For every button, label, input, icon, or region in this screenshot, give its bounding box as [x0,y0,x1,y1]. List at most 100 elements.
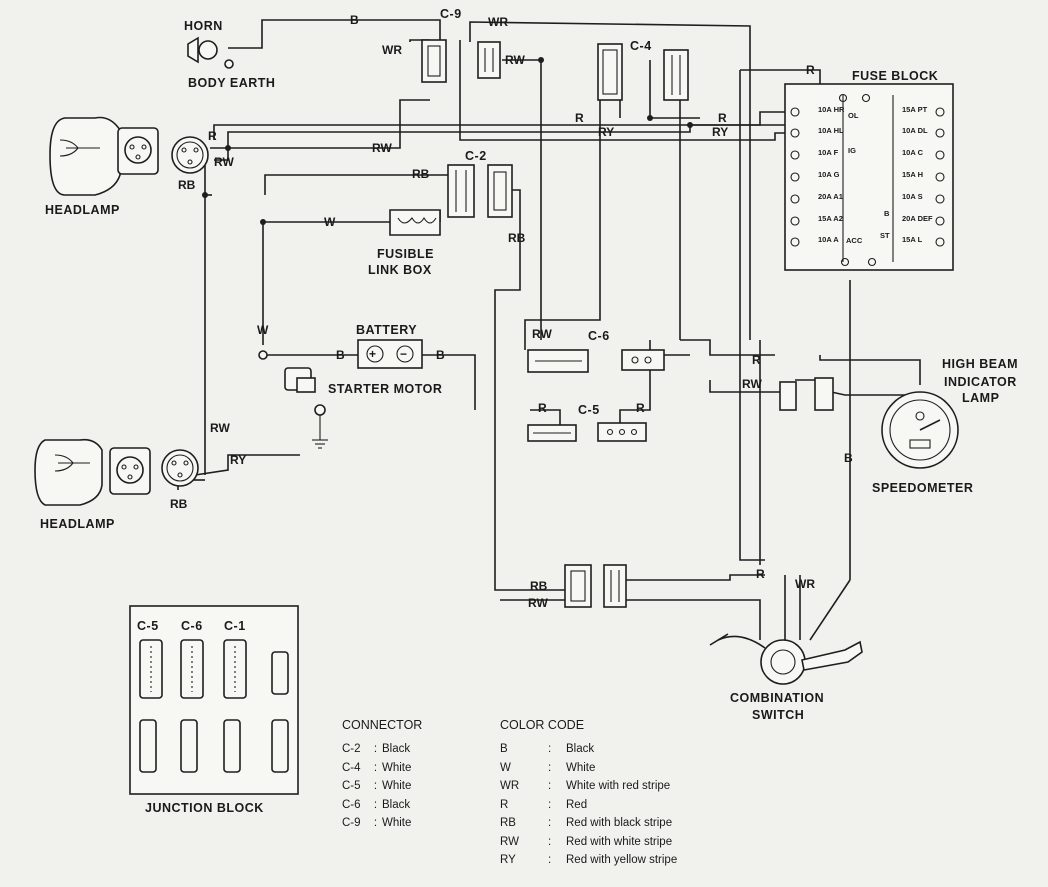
wire-label-r-comb: R [756,567,765,581]
wire-labels: B WR WR RW R R RY R RY R RW RB RW RB W R… [170,13,853,610]
separator: : [373,761,378,774]
fusible-link-box: FUSIBLE LINK BOX [368,209,441,277]
connector-legend-row: C-4: White [342,759,422,778]
headlamp-bottom-label: HEADLAMP [40,517,115,531]
color-code-row: RY:Red with yellow stripe [500,851,677,870]
separator: : [548,798,552,811]
battery-minus: − [400,347,407,361]
color-code-row: RW:Red with white stripe [500,833,677,852]
wire-label-r-mid: R [575,111,584,125]
color-meaning: Red with yellow stripe [566,854,678,867]
splice-dots [202,57,693,225]
color-meaning: White [566,761,596,774]
fusible-label-2: LINK BOX [368,263,432,277]
wire-label-ry-lower: RY [230,453,246,467]
fuse-l2: 10A HL [818,126,844,135]
tag-c2: C-2 [465,149,487,163]
fuse-r7: 15A L [902,235,923,244]
wire-label-r-right: R [718,111,727,125]
tag-jb-c5: C-5 [137,619,159,633]
wire-label-b-battery-right: B [436,348,445,362]
color-meaning: Black [566,743,595,756]
headlamp-top-label: HEADLAMP [45,203,120,217]
fuse-tag-acc: ACC [846,236,863,245]
fuse-r2: 10A DL [902,126,928,135]
wire-label-rb-headlamp: RB [178,178,196,192]
color-code: RB [500,817,516,830]
separator: : [548,743,552,756]
connector-code: C-5 [342,780,361,793]
separator: : [548,780,552,793]
wire-label-r-hb: R [752,353,761,367]
fuse-tag-ol: OL [848,111,859,120]
wire-label-rb-c2: RB [412,167,430,181]
junction-block-label: JUNCTION BLOCK [145,801,264,815]
color-meaning: Red [566,798,588,811]
tag-jb-c6: C-6 [181,619,203,633]
wire-label-rb-bottom: RB [530,579,548,593]
wire-label-ry-right: RY [712,125,728,139]
combination-switch: COMBINATION SWITCH [709,633,863,722]
fuse-left-column: 10A HR 10A HL 10A F 10A G 20A A1 15A A2 … [790,105,845,247]
connector-combination [564,564,627,608]
fuse-r5: 10A S [902,192,923,201]
horn-label: HORN [184,19,223,33]
fuse-l5: 20A A1 [818,192,843,201]
wire-label-rw-bottom: RW [528,596,548,610]
wire-label-rb-down: RB [508,231,526,245]
connector-legend-row: C-2:Black [342,740,422,759]
separator: : [373,780,378,793]
battery-plus: + [369,347,376,361]
connector-code: C-9 [342,817,361,830]
separator: : [548,817,552,830]
wire-label-ry-mid: RY [598,125,614,139]
wire-label-r-c5-right: R [636,401,645,415]
tag-c5: C-5 [578,403,600,417]
color-code-row: WR: White with red stripe [500,777,677,796]
fuse-tag-st: ST [880,231,890,240]
battery-label: BATTERY [356,323,417,337]
color-meaning: Red with black stripe [566,817,673,830]
wire-label-rw-headlamp: RW [214,155,234,169]
speedometer: SPEEDOMETER HIGH BEAM INDICATOR LAMP [872,357,1018,495]
connector-legend-title: CONNECTOR [342,718,423,732]
fuse-l7: 10A A [818,235,839,244]
wire-label-r-headlamp: R [208,129,217,143]
fuse-r6: 20A DEF [902,214,933,223]
connector-c5: C-5 [527,403,647,442]
junction-block: C-5 C-6 C-1 JUNCTION BLOCK [129,605,299,815]
fuse-l4: 10A G [818,170,840,179]
horn: HORN BODY EARTH [184,19,275,90]
wire-label-rb-lower-head: RB [170,497,188,511]
wire-label-w-left: W [257,323,269,337]
connector-color: White [382,761,412,774]
body-earth-label: BODY EARTH [188,76,275,90]
color-code-row: R:Red [500,796,677,815]
combination-label-2: SWITCH [752,708,804,722]
connector-color: White [382,817,412,830]
separator: : [373,743,378,756]
wire-label-rw-c9: RW [505,53,525,67]
wire-label-rw-c6: RW [532,327,552,341]
color-meaning: White with red stripe [566,780,671,793]
fuse-right-column: 15A PT 10A DL 10A C 15A H 10A S 20A DEF … [902,105,945,247]
color-code: W [500,761,511,774]
fuse-tag-b: B [884,209,890,218]
color-code: WR [500,780,520,793]
connector-code: C-6 [342,798,361,811]
wire-label-b-battery-left: B [336,348,345,362]
fuse-tag-ig: IG [848,146,856,155]
fuse-block-label: FUSE BLOCK [852,69,938,83]
fusible-label-1: FUSIBLE [377,247,434,261]
starter-motor: STARTER MOTOR [258,350,442,449]
connector-code: C-4 [342,761,361,774]
color-code: B [500,743,508,756]
separator: : [548,761,552,774]
color-meaning: Red with white stripe [566,835,673,848]
fuse-r1: 15A PT [902,105,928,114]
fuse-l6: 15A A2 [818,214,843,223]
